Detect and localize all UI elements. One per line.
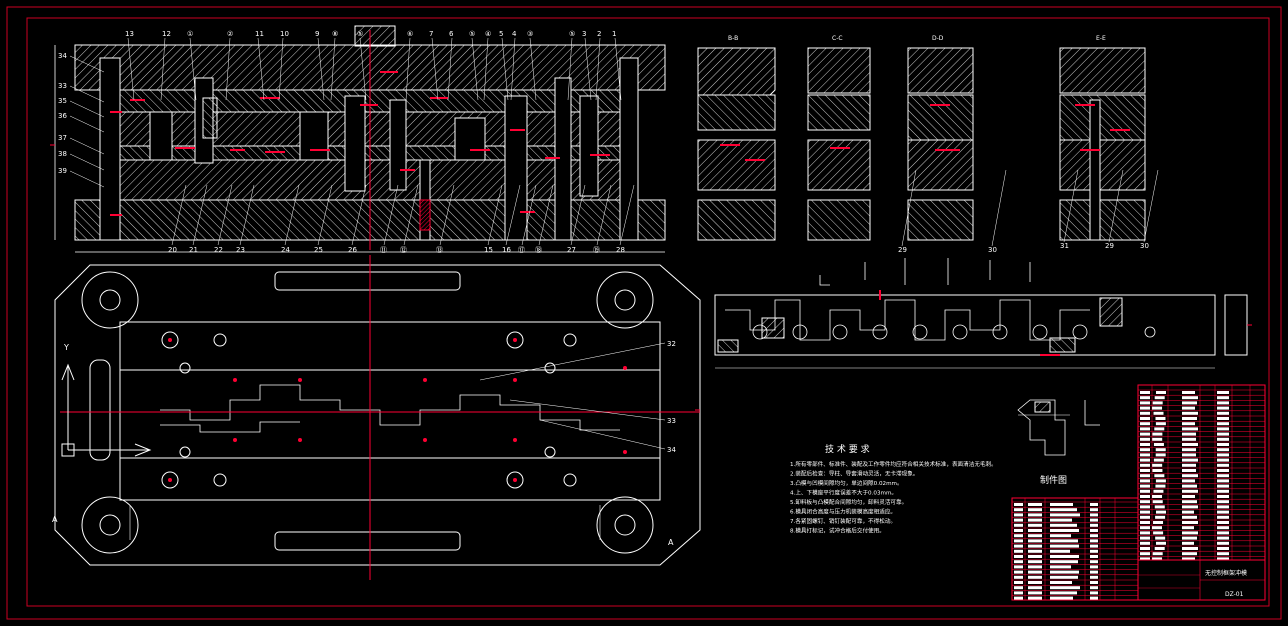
callout-left: 33 [58,82,67,90]
callout-top: 10 [280,30,289,38]
callout-bottom: 15 [484,246,493,254]
callout-top: 6 [449,30,454,38]
callout-bottom: 16 [502,246,511,254]
bottom-callouts: 20 21 22 23 24 25 26 ⑪ ⑫ ⑬ 15 16 ⑰ ⑱ 27 ⑲ 28 [168,184,635,254]
callout-section: 30 [988,246,997,254]
callout-section: 30 [1140,242,1149,250]
callout-left: 34 [58,52,67,60]
callout-top: 9 [315,30,319,38]
section-label-c: C-C [832,35,843,42]
plan-view: Y A A 32 33 34 [52,255,701,580]
section-b [697,47,776,241]
callout-bottom: 23 [236,246,245,254]
callout-bottom: ⑱ [535,246,542,254]
tech-req-line: 1.所有零部件、标准件、装配及工作零件均应符合相关技术标准，表面清洁无毛刺。 [790,460,997,468]
section-mark-a-left: A [52,515,58,524]
section-views: B-B C-C D-D E-E 29 30 31 29 30 [697,35,1159,254]
callout-top: 7 [429,30,433,38]
callout-top: ⑤ [569,30,575,38]
callout-top: ⑤ [469,30,475,38]
callout-bottom: 24 [281,246,290,254]
tech-req-line: 5.卸料板与凸模配合间隙均匀，卸料灵活可靠。 [790,498,907,506]
callout-section: 29 [898,246,907,254]
callout-plan: 33 [667,417,676,425]
callout-bottom: ⑬ [436,246,443,254]
callout-bottom: 26 [348,246,357,254]
callout-top: ⑧ [332,30,338,38]
callout-left: 37 [58,134,67,142]
tech-req-line: 6.模具闭合高度与压力机装模高度相适应。 [790,508,896,516]
tech-req-line: 2.装配后检查：导柱、导套滑动灵活，无卡滞现象。 [790,470,918,478]
callout-bottom: 20 [168,246,177,254]
title-block-title: 无控制框架冲模 [1205,569,1247,577]
title-block-drawing-number: DZ-01 [1225,591,1244,598]
callout-left: 36 [58,112,67,120]
section-label-b: B-B [728,35,738,42]
callout-bottom: ⑲ [593,246,600,254]
callout-bottom: 27 [567,246,576,254]
callout-section: 29 [1105,242,1114,250]
inner-frame [26,17,1270,607]
section-mark-a-right: A [668,538,674,547]
callout-top: 3 [582,30,586,38]
callout-bottom: 28 [616,246,625,254]
callout-top: 13 [125,30,134,38]
callout-top: 1 [612,30,616,38]
callout-top: ③ [527,30,533,38]
callout-top: ⑤ [357,30,363,38]
section-c [807,47,871,241]
tech-req-title: 技 术 要 求 [825,443,870,455]
part-drawing: 制件图 [1017,399,1100,486]
callout-bottom: ⑪ [380,246,387,254]
callout-top: 2 [597,30,601,38]
tech-req-line: 4.上、下模座平行度误差不大于0.03mm。 [790,489,897,497]
strip-layout-view [714,258,1248,369]
callout-top: ④ [485,30,491,38]
front-section-view [54,25,666,253]
technical-requirements: 技 术 要 求 1.所有零部件、标准件、装配及工作零件均应符合相关技术标准，表面… [790,443,997,535]
callout-left: 35 [58,97,67,105]
part-drawing-title: 制件图 [1040,474,1067,486]
callout-bottom: ⑫ [400,246,407,254]
callout-left: 39 [58,167,67,175]
title-block: 无控制框架冲模 DZ-01 [1137,559,1266,601]
callout-section: 31 [1060,242,1069,250]
section-label-e: E-E [1096,35,1106,42]
tech-req-line: 7.各紧固螺钉、销钉装配可靠，不得松动。 [790,517,896,525]
callout-top: 12 [162,30,171,38]
left-callouts: 34 33 35 36 37 38 39 [58,52,105,188]
tech-req-line: 8.模具打标记，试冲合格后交付使用。 [790,527,885,535]
parts-list-right [1137,384,1266,601]
section-e [1059,47,1146,241]
callout-bottom: 25 [314,246,323,254]
callout-top: ① [187,30,193,38]
callout-bottom: ⑰ [518,246,525,254]
callout-top: 11 [255,30,264,38]
callout-plan: 34 [667,446,676,454]
callout-top: ⑥ [407,30,413,38]
callout-left: 38 [58,150,67,158]
callout-top: 5 [499,30,503,38]
callout-plan: 32 [667,340,676,348]
y-axis-label: Y [63,343,69,352]
callout-bottom: 21 [189,246,198,254]
parts-list-left [1011,497,1139,601]
callout-top: ② [227,30,233,38]
tech-req-line: 3.凸模与凹模间隙均匀，单边间隙0.02mm。 [790,479,903,487]
callout-bottom: 22 [214,246,223,254]
callout-top: 4 [512,30,517,38]
section-d [907,47,974,241]
section-label-d: D-D [932,35,944,42]
outer-frame [6,6,1282,620]
